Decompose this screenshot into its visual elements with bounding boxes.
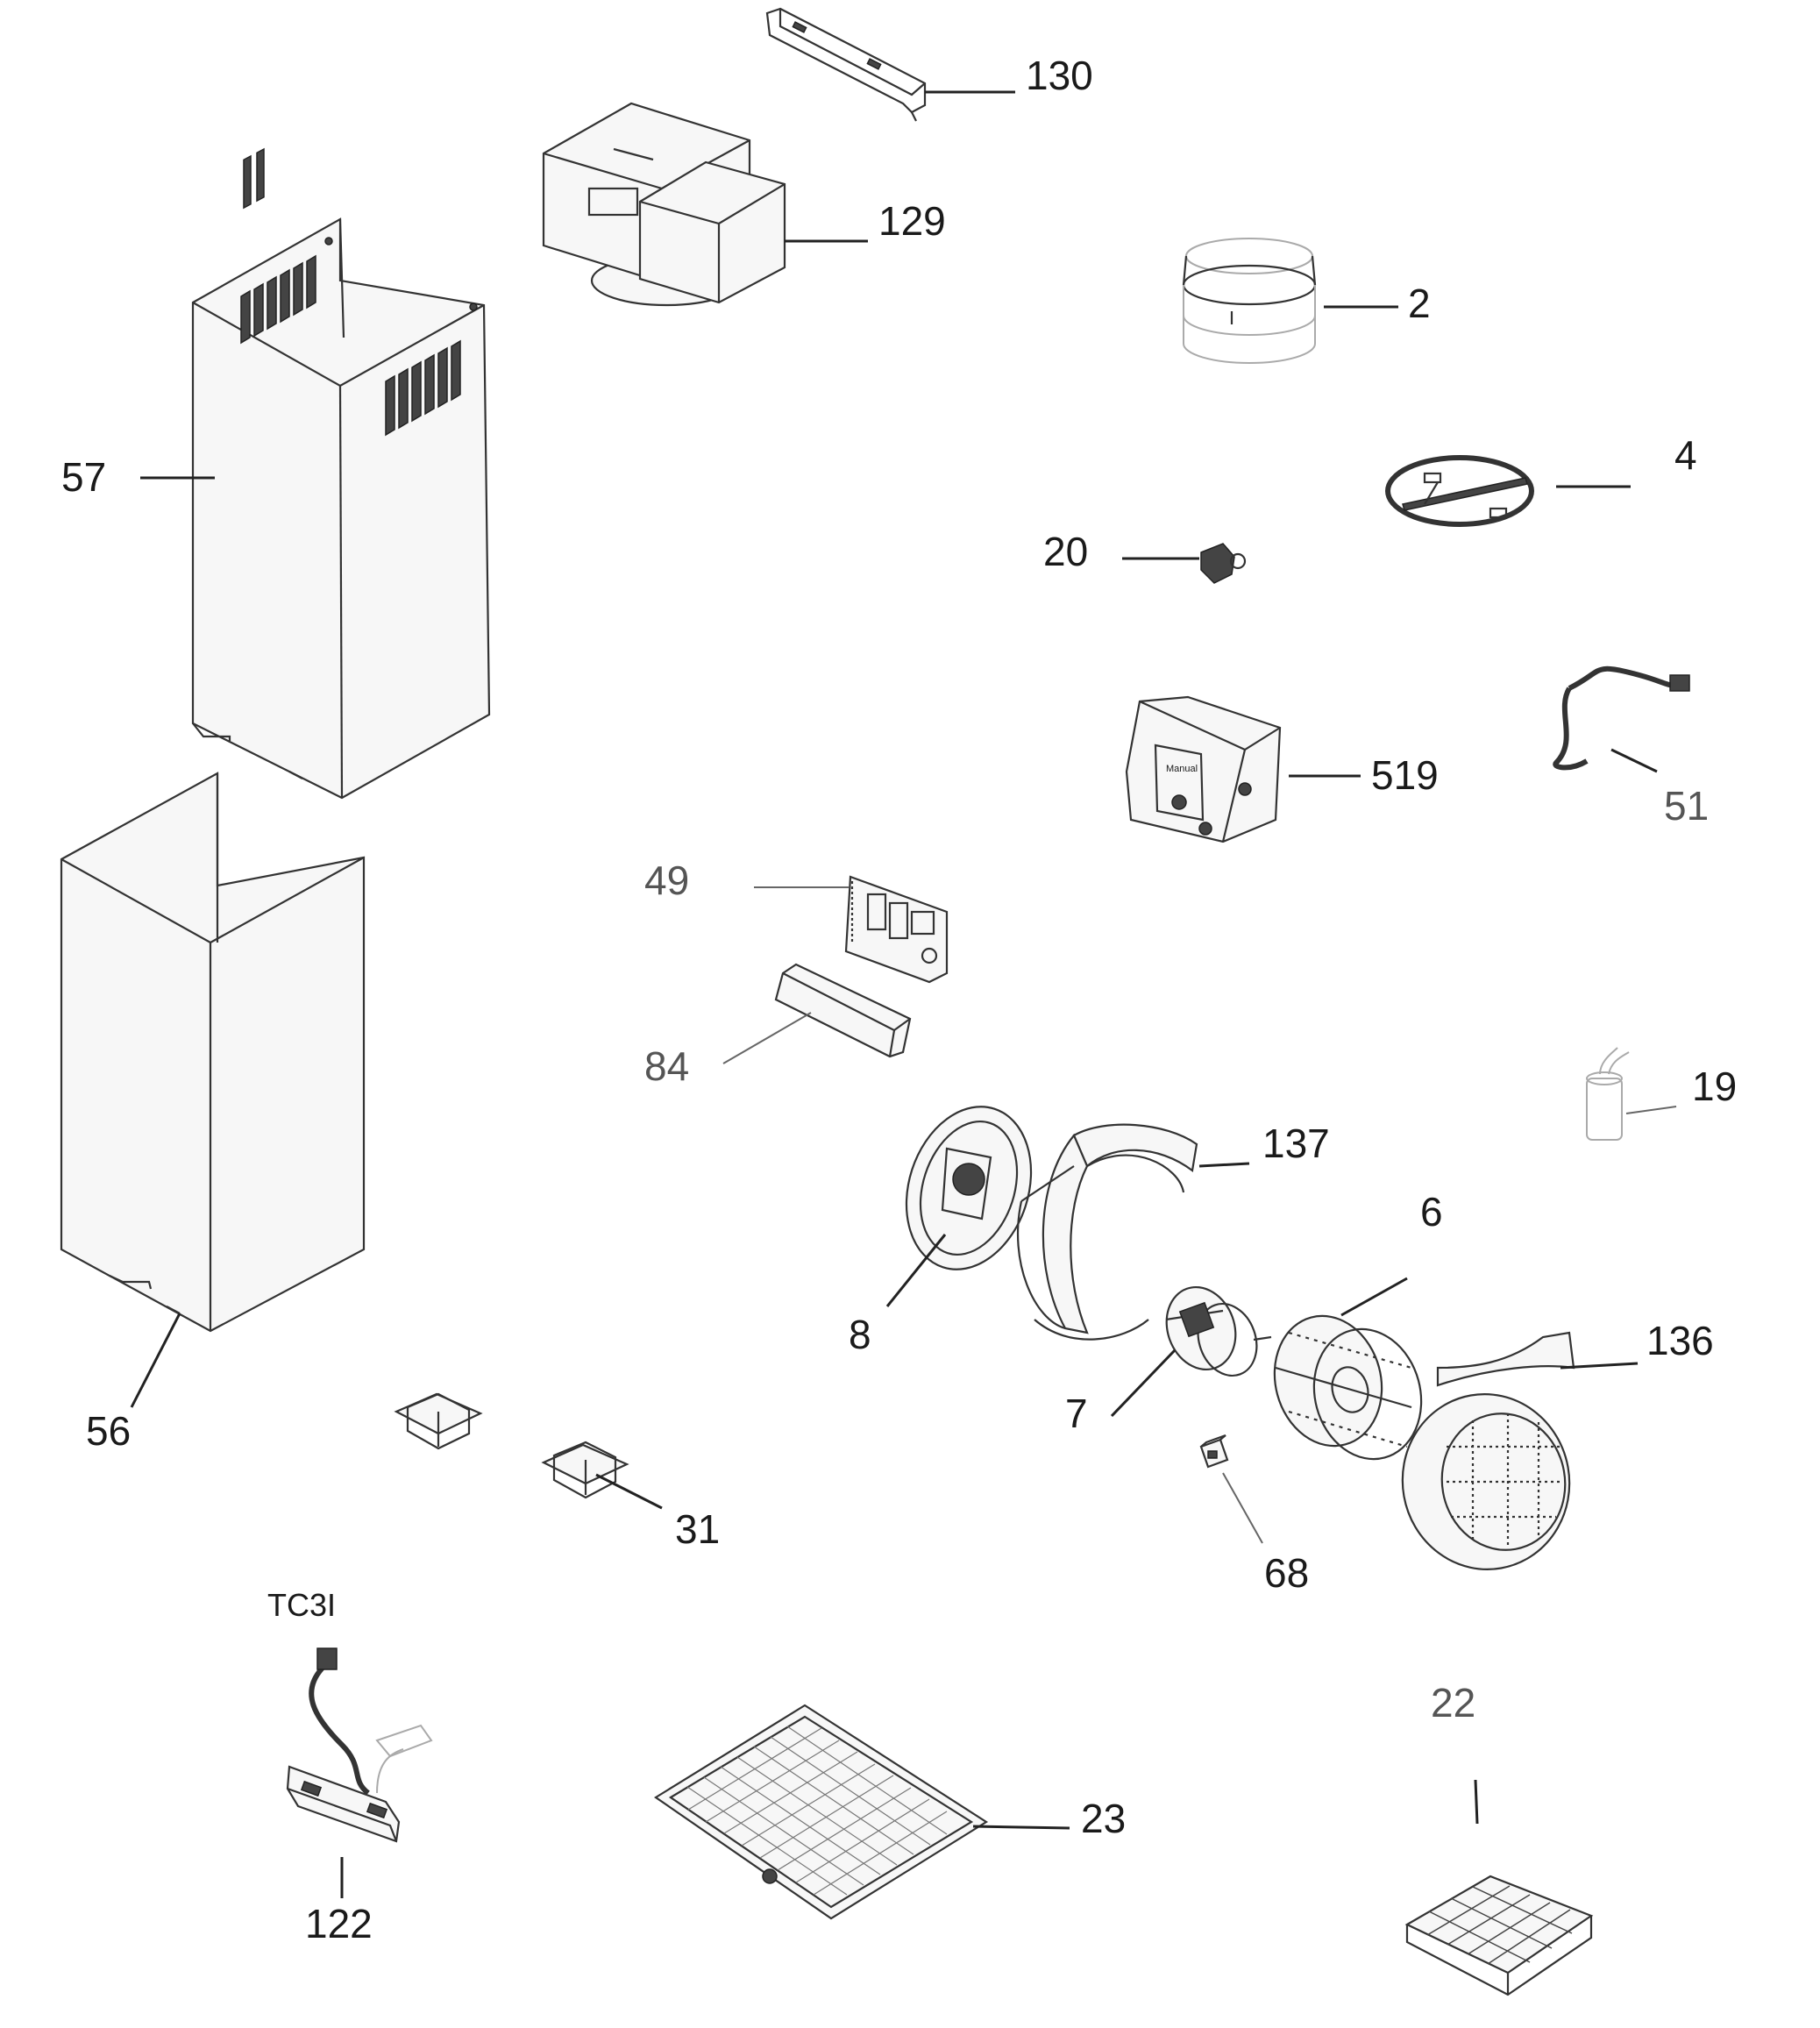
leader-23 <box>972 1825 1070 1830</box>
label-68: 68 <box>1264 1550 1309 1596</box>
part-49-pcb <box>844 875 949 984</box>
label-20: 20 <box>1043 529 1088 574</box>
part-22-carbon-filter <box>1404 1875 1594 1996</box>
part-136-rear-housing <box>1401 1331 1575 1570</box>
part-20-clip <box>1200 543 1247 584</box>
leader-31 <box>595 1473 663 1510</box>
leader-56 <box>130 1313 181 1408</box>
label-51: 51 <box>1664 783 1709 829</box>
manual-label: Manual <box>1166 764 1198 774</box>
label-137: 137 <box>1262 1121 1330 1166</box>
label-7: 7 <box>1065 1391 1088 1436</box>
part-130-bracket <box>765 7 927 122</box>
label-136: 136 <box>1646 1318 1714 1363</box>
label-122: 122 <box>305 1901 373 1946</box>
part-56-lower-chimney <box>60 772 366 1333</box>
part-519-kit-bag: Manual <box>1125 695 1282 843</box>
label-519: 519 <box>1371 752 1439 798</box>
part-31-terminal-box-b <box>541 1441 629 1499</box>
part-23-grease-filter <box>653 1704 989 1920</box>
part-4-gasket <box>1385 455 1534 527</box>
part-6-impeller <box>1273 1314 1423 1461</box>
part-68-connector <box>1199 1434 1229 1469</box>
leader-7 <box>1110 1348 1177 1418</box>
label-23: 23 <box>1081 1796 1126 1841</box>
part-19-capacitor <box>1586 1047 1630 1141</box>
leader-19 <box>1625 1106 1677 1114</box>
label-129: 129 <box>878 198 946 244</box>
label-31: 31 <box>675 1506 720 1552</box>
part-31-terminal-box-a <box>394 1392 483 1450</box>
leader-68 <box>1222 1472 1263 1544</box>
leader-84 <box>722 1012 812 1064</box>
leader-22 <box>1474 1779 1479 1825</box>
part-51-cable <box>1553 665 1690 771</box>
part-129-duct <box>542 102 786 307</box>
label-4: 4 <box>1674 432 1697 478</box>
leader-51 <box>1610 748 1658 773</box>
label-6: 6 <box>1420 1189 1443 1235</box>
leader-8 <box>885 1234 947 1307</box>
label-49: 49 <box>644 857 689 903</box>
label-19: 19 <box>1692 1064 1737 1109</box>
leader-6 <box>1340 1277 1408 1317</box>
leader-136 <box>1560 1362 1639 1370</box>
label-tc3i: TC3I <box>267 1587 336 1623</box>
label-2: 2 <box>1408 281 1431 326</box>
label-56: 56 <box>86 1408 131 1454</box>
label-130: 130 <box>1026 53 1093 98</box>
leader-137 <box>1198 1162 1250 1168</box>
part-2-collar <box>1182 238 1317 364</box>
label-22: 22 <box>1431 1680 1475 1726</box>
part-122-control-board <box>286 1647 433 1843</box>
part-84-pcb-cover <box>774 963 912 1058</box>
part-8-motor-plate <box>905 1106 1033 1270</box>
part-137-front-housing <box>1017 1123 1198 1341</box>
label-84: 84 <box>644 1043 689 1089</box>
part-7-motor <box>1165 1285 1272 1377</box>
label-57: 57 <box>61 454 106 500</box>
label-8: 8 <box>849 1312 871 1357</box>
part-57-upper-chimney <box>191 147 491 800</box>
vent-slots-57 <box>240 237 478 437</box>
